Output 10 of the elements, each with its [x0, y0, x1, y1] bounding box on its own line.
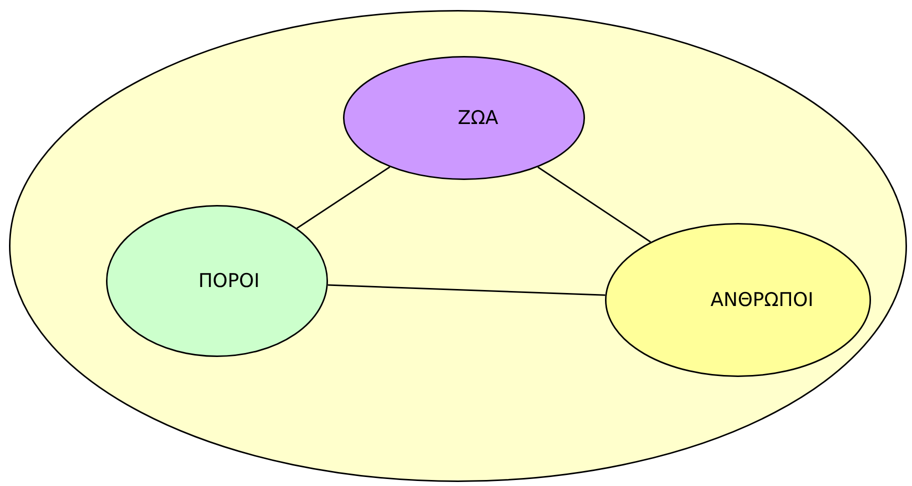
node-label: ΑΝΘΡΩΠΟΙ: [710, 289, 814, 311]
connector-line: [328, 284, 606, 296]
connector-line: [296, 166, 390, 229]
connector-line: [537, 166, 652, 243]
ellipse-node: [106, 205, 328, 357]
node-label: ΠΟΡΟΙ: [198, 270, 260, 292]
node-label: ΖΩΑ: [458, 107, 498, 129]
ellipse-node: [343, 56, 585, 180]
ellipse-node: [605, 223, 871, 377]
enclosing-ellipse: [9, 10, 907, 482]
